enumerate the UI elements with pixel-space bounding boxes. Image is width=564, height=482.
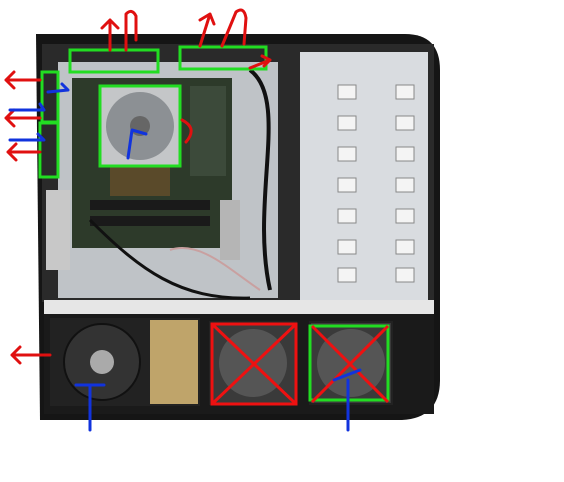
rear-expansion-brackets: [46, 190, 70, 270]
red-arrow-left-2: [4, 108, 42, 128]
drive-bay-slots: [337, 84, 415, 283]
cable-bundle-2: [88, 218, 251, 300]
red-crossed-fan-2: [310, 324, 390, 404]
blue-arrow-cpu-fan: [126, 128, 148, 160]
red-arrow-up-3: [198, 12, 216, 48]
blue-arrow-rear-1: [46, 82, 70, 94]
red-arrow-up-4: [220, 8, 248, 48]
memory-slots: [190, 86, 226, 176]
front-panel-wires: [169, 247, 261, 291]
green-box-cpu-fan: [98, 84, 182, 168]
blue-arrow-lower-fan: [332, 368, 362, 432]
green-box-rear-lower: [38, 121, 60, 179]
expansion-slot-1: [90, 200, 210, 210]
psu-shelf-divider: [44, 300, 434, 314]
red-arrow-up-2: [124, 9, 138, 52]
red-arrow-left-3: [6, 142, 42, 162]
blue-arrow-rear-3: [8, 132, 46, 142]
blue-arrow-rear-2: [8, 102, 46, 112]
red-arrow-right-1: [248, 54, 272, 70]
blue-intake-arrows: [8, 82, 362, 432]
red-curve-cpu: [180, 118, 193, 144]
red-arrow-left-psu: [10, 345, 52, 365]
red-crossed-fan-1: [210, 322, 298, 406]
cable-bundle-1: [248, 68, 272, 291]
cpu-cooler-fan: [99, 85, 181, 167]
green-box-top-left: [68, 48, 160, 74]
red-exhaust-arrows: [4, 8, 272, 365]
blue-arrow-psu: [74, 383, 106, 432]
psu-cables: [150, 320, 198, 404]
red-arrow-up-1: [100, 18, 120, 52]
psu-fan-hub: [90, 350, 114, 374]
red-arrow-left-1: [4, 70, 42, 90]
expansion-slot-2: [90, 216, 210, 226]
ribbon-cable: [220, 200, 240, 260]
